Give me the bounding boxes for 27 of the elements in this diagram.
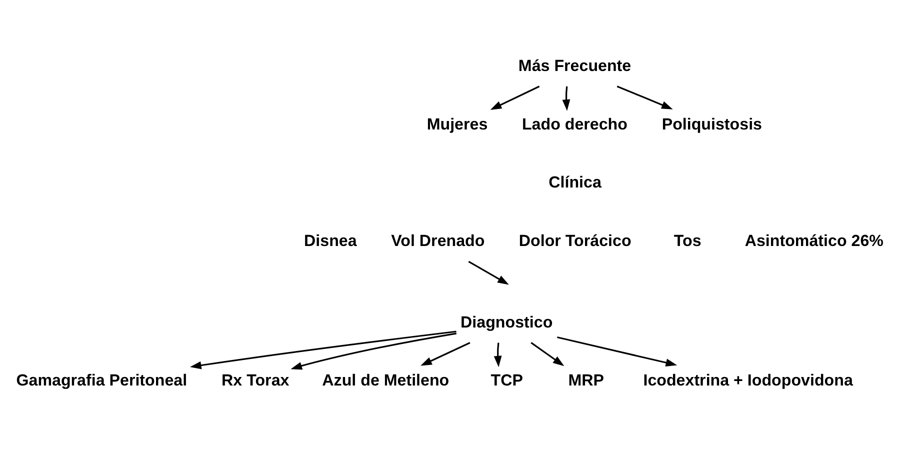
node-text: TCP [490,371,523,390]
node-text: MRP [568,371,604,390]
arrow [494,342,502,367]
label: Clínica [548,173,602,192]
node-text: Mujeres [426,114,488,133]
arrow [190,330,456,369]
node-text: Poliquistosis [662,114,762,133]
node-text: Vol Drenado [391,232,485,250]
node-text: Diagnostico [460,312,553,331]
arrow [468,260,509,284]
node-text: Azul de Metileno [322,371,450,390]
arrow [530,342,564,366]
node-text: Icodextrina + Iodopovidona [643,371,853,390]
label: Disnea [304,232,357,250]
label: Dolor Torácico [518,232,632,250]
label: Tos [674,232,702,250]
arrow [490,85,540,110]
arrow [290,332,457,370]
node-text: Gamagrafia Peritoneal [16,371,188,390]
arrow [562,86,570,110]
arrow [557,336,678,366]
node-text: Rx Torax [222,371,290,390]
node-text: Más Frecuente [518,56,632,74]
label: Asintomático 26% [744,232,884,250]
node-text: Lado derecho [522,114,628,133]
arrow [616,85,673,109]
arrow [420,341,470,366]
